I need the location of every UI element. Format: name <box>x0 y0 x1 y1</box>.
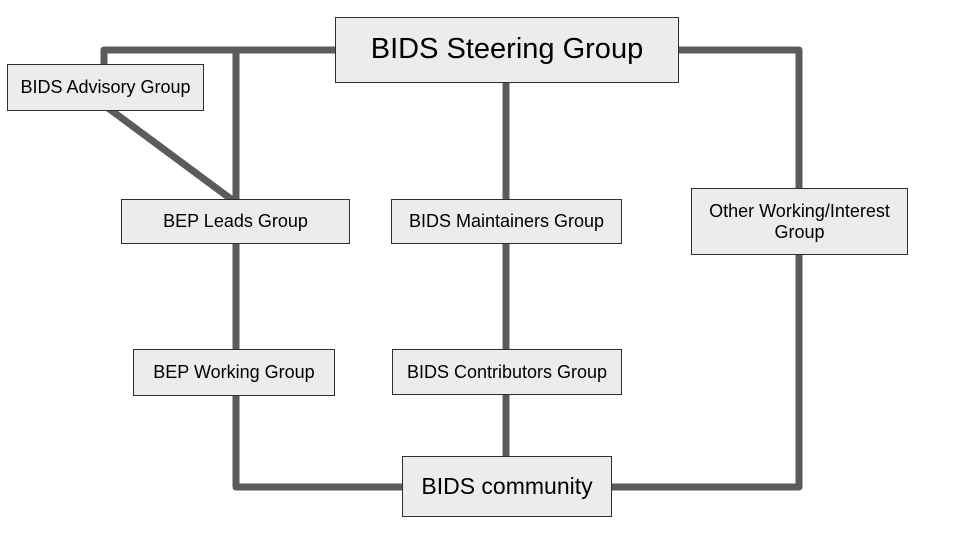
connector-advisory-bepleads <box>101 102 238 205</box>
node-label: BIDS Steering Group <box>370 33 644 66</box>
node-label: BEP Leads Group <box>163 211 308 232</box>
node-label: BIDS Contributors Group <box>406 361 608 382</box>
node-label: BIDS Maintainers Group <box>408 211 605 232</box>
node-label: Other Working/Interest Group <box>709 200 890 242</box>
node-other-working-interest-group: Other Working/Interest Group <box>691 188 908 255</box>
node-bids-steering-group: BIDS Steering Group <box>335 17 679 83</box>
connector-steering-advisory <box>100 46 336 67</box>
node-bids-contributors-group: BIDS Contributors Group <box>392 349 622 395</box>
node-label: BIDS community <box>421 473 593 500</box>
node-bep-working-group: BEP Working Group <box>133 349 335 396</box>
connector-right-and-bottom-rail <box>232 46 803 491</box>
node-bids-advisory-group: BIDS Advisory Group <box>7 64 204 111</box>
node-bids-community: BIDS community <box>402 456 612 517</box>
node-bids-maintainers-group: BIDS Maintainers Group <box>391 199 622 244</box>
node-label: BEP Working Group <box>153 362 315 383</box>
node-label: BIDS Advisory Group <box>20 77 191 98</box>
node-bep-leads-group: BEP Leads Group <box>121 199 350 244</box>
